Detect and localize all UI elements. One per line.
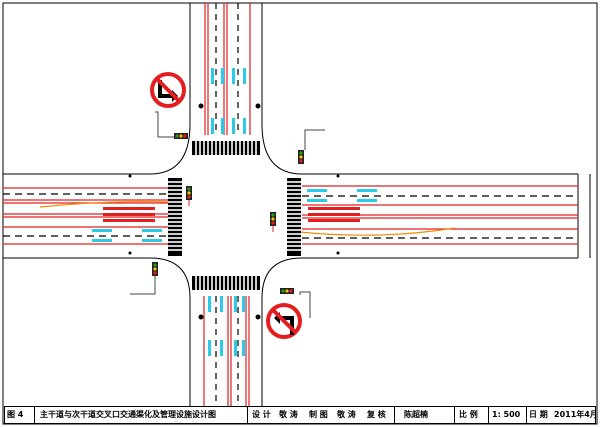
crosswalk-north: [192, 141, 260, 155]
title-block-divider: [394, 406, 395, 424]
lane-text-marks-east: [308, 207, 360, 222]
traffic-signal-center-west: [186, 186, 192, 206]
title-block-divider: [34, 406, 35, 424]
drafter-name: 敬 涛: [337, 410, 356, 419]
crosswalk-south: [192, 276, 260, 290]
lane-arrows-north: [211, 68, 246, 134]
no-left-turn-sign-icon: [266, 303, 302, 339]
title-block-divider: [454, 406, 455, 424]
figure-number: 图 4: [7, 410, 24, 419]
crosswalk-east: [287, 178, 301, 256]
no-right-turn-sign-icon: [150, 72, 186, 108]
title-block-border: [4, 406, 596, 424]
lane-text-marks-west: [103, 207, 155, 222]
date-value: 2011年4月: [554, 410, 596, 419]
drawing-title: 主干道与次干道交叉口交通渠化及管理设施设计图: [40, 410, 216, 419]
lane-arrows-south: [208, 296, 245, 356]
scale-value: 1: 500: [492, 410, 521, 419]
lane-arrows-east: [307, 189, 377, 202]
title-block: 图 4 主干道与次干道交叉口交通渠化及管理设施设计图 设 计 敬 涛 制 图 敬…: [4, 406, 596, 424]
traffic-signal-se: [280, 288, 311, 318]
small-markers: [128, 103, 340, 320]
traffic-signal-sw: [130, 262, 158, 295]
traffic-signal-nw: [155, 111, 188, 139]
road-edges: [3, 3, 591, 406]
south-approach-lanes: [203, 296, 250, 406]
date-label: 日 期: [529, 410, 548, 419]
review-label: 复 核: [367, 410, 386, 419]
design-label: 设 计: [252, 410, 271, 419]
crosswalk-west: [168, 178, 182, 256]
drawing-label: 制 图: [309, 410, 328, 419]
designer-name: 敬 涛: [279, 410, 298, 419]
title-block-divider: [526, 406, 527, 424]
traffic-signal-center-east: [270, 212, 276, 232]
title-block-divider: [247, 406, 248, 424]
scale-label: 比 例: [459, 410, 478, 419]
traffic-signal-ne: [298, 129, 325, 164]
title-block-divider: [488, 406, 489, 424]
lane-arrows-west: [92, 229, 162, 242]
reviewer-name: 陈超楠: [404, 410, 428, 419]
